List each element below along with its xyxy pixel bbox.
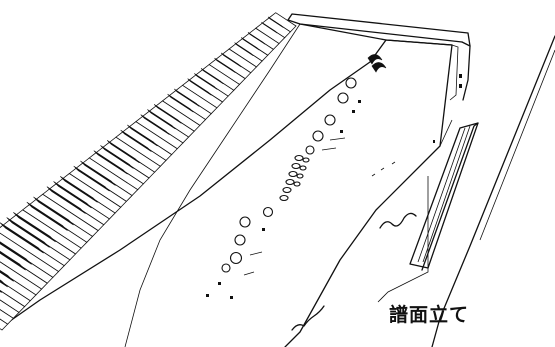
front-lettering xyxy=(291,161,417,331)
white-key xyxy=(0,280,31,308)
music-rest-label: 譜面立て xyxy=(389,304,470,326)
music-rest-icon xyxy=(409,122,479,271)
end-cap-details xyxy=(433,74,462,143)
black-key xyxy=(194,73,218,90)
control-panel xyxy=(206,54,387,299)
black-key xyxy=(0,279,8,288)
black-key xyxy=(140,114,170,135)
black-key xyxy=(93,150,128,175)
black-key xyxy=(127,124,158,147)
black-key xyxy=(0,222,44,254)
black-key xyxy=(13,212,56,243)
black-key xyxy=(174,88,200,107)
black-key xyxy=(33,196,74,226)
black-key xyxy=(241,37,260,51)
control-knob-icon xyxy=(221,206,274,273)
black-key xyxy=(0,270,14,282)
control-knob-icon xyxy=(305,77,357,155)
black-key xyxy=(120,129,152,152)
black-key xyxy=(46,186,86,214)
black-key xyxy=(200,68,224,85)
black-key xyxy=(247,32,266,45)
black-key xyxy=(60,176,98,203)
brand-logo-icon xyxy=(367,54,387,73)
black-key xyxy=(0,241,32,265)
white-key xyxy=(0,299,20,319)
black-key xyxy=(167,93,194,113)
white-key xyxy=(0,261,43,296)
black-key xyxy=(147,109,176,130)
black-key xyxy=(261,21,278,34)
black-key xyxy=(73,165,110,192)
black-key xyxy=(26,201,68,231)
black-key xyxy=(0,250,26,271)
panel-marks xyxy=(206,100,361,299)
black-key xyxy=(220,52,242,68)
white-key xyxy=(0,309,14,325)
black-key xyxy=(107,140,140,164)
white-key xyxy=(0,318,9,331)
black-key xyxy=(80,160,116,186)
black-key xyxy=(100,145,134,169)
black-key xyxy=(187,78,212,96)
stand-bar xyxy=(431,35,555,347)
black-key xyxy=(234,42,254,56)
white-key xyxy=(0,232,60,278)
black-key xyxy=(153,104,182,124)
button-row xyxy=(279,154,310,202)
black-key xyxy=(214,57,236,73)
keyboard xyxy=(0,12,297,331)
piano-body xyxy=(0,13,471,347)
white-key xyxy=(0,270,37,302)
black-key xyxy=(6,217,50,248)
black-key xyxy=(267,16,284,28)
white-key xyxy=(0,290,26,313)
black-key xyxy=(53,181,92,209)
callout-leader xyxy=(377,176,429,303)
